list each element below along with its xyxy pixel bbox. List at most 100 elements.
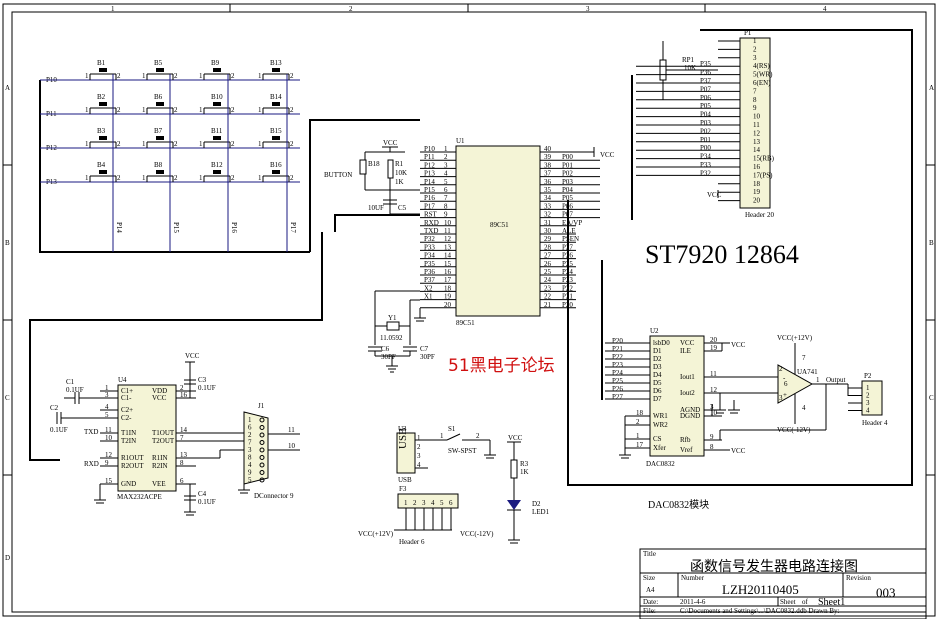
opamp-ua741: UA741 - + 2 3 7 4 6 1 VCC(+12V) VCC(-12V… — [770, 334, 849, 434]
dac-right-pin-name: Vref — [680, 446, 693, 454]
header20-pin: 12 — [753, 129, 761, 137]
led-d-ref: D2 — [532, 500, 541, 508]
dconn-pin-hole — [259, 432, 265, 438]
max232-left-pin-name: C2+ — [121, 406, 133, 414]
dconn-pin-num: 9 — [248, 469, 252, 477]
mcu-right-pin-num: 35 — [544, 186, 552, 194]
max232-left-pin-name: C2- — [121, 414, 132, 422]
mcu-right-pin-num: 21 — [544, 301, 552, 309]
reset-cap-val: 10UF — [368, 204, 384, 212]
dconn-pin-hole — [259, 425, 265, 430]
number-value: LZH20110405 — [722, 582, 799, 597]
max232-right-pin-name: T2OUT — [152, 437, 175, 445]
title-label: Title — [643, 550, 656, 558]
keypad-pin: 1 — [258, 106, 262, 114]
dconn-label: DConnector 9 — [254, 492, 294, 500]
header20-net: P03 — [700, 119, 711, 127]
reset-r1-val2: 1K — [395, 178, 404, 186]
mcu-right-pin-num: 30 — [544, 227, 552, 235]
keypad-button-ref: B10 — [211, 93, 223, 101]
keypad-pin: 1 — [85, 72, 89, 80]
keypad-button-ref: B8 — [154, 161, 163, 169]
key-switch-cap — [213, 170, 221, 174]
dconn-pin-num: 6 — [248, 424, 252, 432]
header20-label: Header 20 — [745, 211, 774, 219]
header20-pin: 6(EN) — [753, 79, 771, 87]
rp1-val: 10K — [684, 64, 696, 72]
mcu-left-pin-num: 3 — [444, 161, 448, 169]
header6-body — [397, 493, 459, 509]
dac-net: P23 — [612, 361, 623, 369]
mcu-right-pin-num: 25 — [544, 268, 552, 276]
mcu-right-pin-num: 37 — [544, 170, 552, 178]
mcu-right-pin-num: 32 — [544, 211, 552, 219]
keypad-pin: 2 — [174, 106, 178, 114]
mcu-left-pin-num: 16 — [444, 268, 452, 276]
mcu-left-pin-name: RXD — [424, 219, 439, 227]
mcu-left-pin-name: P16 — [424, 194, 435, 202]
mcu-vcc-label: VCC — [600, 151, 615, 159]
dac-vcc-label: VCC — [731, 341, 746, 349]
crystal-c6-ref: C6 — [381, 345, 390, 353]
max232-part: MAX232ACPE — [117, 493, 162, 501]
keypad-pin: 2 — [231, 106, 235, 114]
mcu-left-pin-name: P11 — [424, 153, 435, 161]
max232-left-pin-num: 3 — [105, 391, 109, 399]
usb-label: USB — [398, 476, 412, 484]
keypad-pin: 1 — [85, 106, 89, 114]
mcu-right-pin-num: 22 — [544, 293, 552, 301]
sheet-value: Sheet1 — [818, 597, 845, 608]
date-value: 2011-4-6 — [680, 598, 706, 606]
keypad-pin: 2 — [231, 72, 235, 80]
led-resistor — [510, 459, 518, 479]
max232-c1-ref: C1 — [66, 378, 75, 386]
max232-left-pin-num: 15 — [105, 477, 113, 485]
key-switch-cap — [272, 102, 280, 106]
led-indicator: VCC R3 1K D2 LED1 — [507, 434, 550, 544]
dac-left-pin-num: 18 — [636, 409, 644, 417]
keypad-button-ref: B4 — [97, 161, 106, 169]
header6-pin: 1 — [404, 499, 408, 507]
header20-pin: 9 — [753, 104, 757, 112]
mcu-right-pin-num: 23 — [544, 284, 552, 292]
mcu-left-pin-num: 17 — [444, 276, 452, 284]
mcu-right-pin-name: P07 — [562, 211, 573, 219]
dconn-pin-hole — [259, 455, 265, 460]
keypad-pin: 1 — [142, 140, 146, 148]
max232-right-pin-name: T1OUT — [152, 429, 175, 437]
title-value: 函数信号发生器电路连接图 — [690, 558, 858, 575]
keypad-button-ref: B9 — [211, 59, 220, 67]
dac-right-pin-name: Iout2 — [680, 389, 695, 397]
header20-net: P00 — [700, 144, 711, 152]
key-switch-cap — [156, 68, 164, 72]
mcu-left-pin-num: 8 — [444, 202, 448, 210]
keypad-button-ref: B2 — [97, 93, 106, 101]
header20-pin: 4(RS) — [753, 62, 770, 70]
keypad-col-label: P16 — [230, 222, 238, 233]
mcu-right-pin-name: P03 — [562, 178, 573, 186]
keypad-pin: 1 — [142, 72, 146, 80]
dconn-pin-num: 3 — [248, 446, 252, 454]
max232-left-pin-num: 1 — [105, 384, 109, 392]
header20-pin: 13 — [753, 138, 761, 146]
keypad-col-label: P14 — [115, 222, 123, 233]
dac-right-pin-name: Rfb — [680, 436, 691, 444]
mcu-left-pin-name: P13 — [424, 170, 435, 178]
dconn-net-10: 10 — [288, 442, 296, 450]
mcu-right-pin-num: 34 — [544, 194, 552, 202]
switch-label: SW-SPST — [448, 447, 477, 455]
mcu-right-pin-num: 36 — [544, 178, 552, 186]
led-vcc: VCC — [508, 434, 523, 442]
zone-col-1: 1 — [111, 5, 115, 13]
max232-right-pin-num: 14 — [180, 426, 188, 434]
header20-pin: 2 — [753, 45, 757, 53]
dac-right-pin-name: VCC — [680, 339, 695, 347]
dac-right-pin-num: 8 — [710, 443, 714, 451]
led-diode-symbol — [507, 500, 521, 510]
header20-pin: 20 — [753, 197, 761, 205]
dac-right-pin-num: 10 — [710, 409, 718, 417]
key-switch-cap — [213, 68, 221, 72]
dac-left-pin-name: WR1 — [653, 412, 668, 420]
mcu-right-pin-name: P25 — [562, 260, 573, 268]
